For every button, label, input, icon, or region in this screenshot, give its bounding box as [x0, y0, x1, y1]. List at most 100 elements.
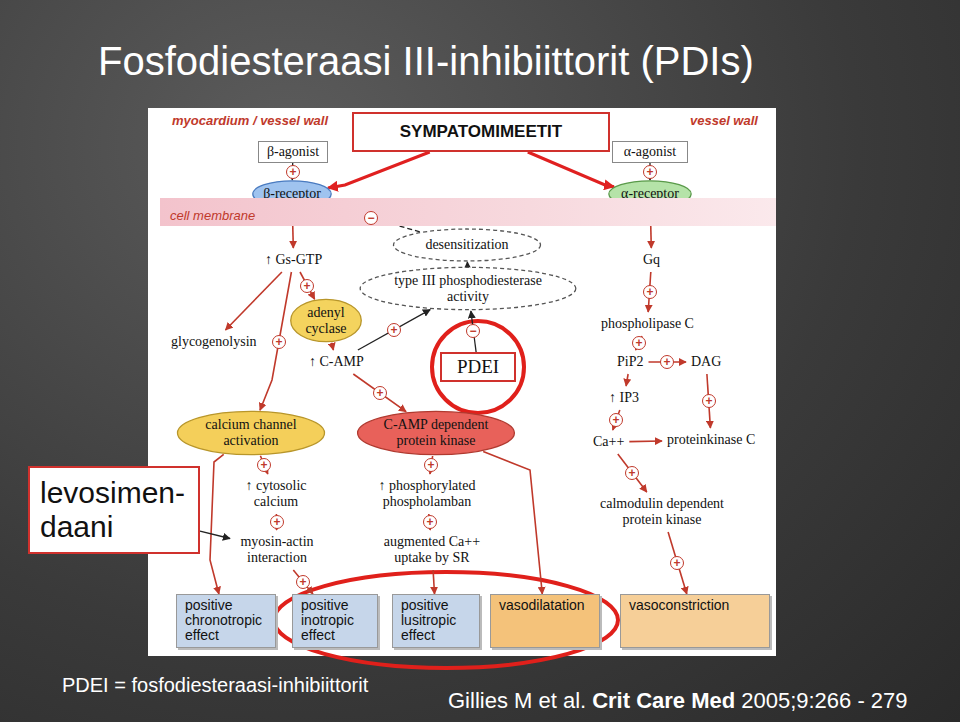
citation-part: Gillies M et al.	[448, 688, 586, 713]
node-text: cell membrane	[170, 208, 255, 223]
ellipse-shape	[394, 229, 541, 261]
process-text: proteinkinase C	[664, 430, 758, 450]
connector-arrow	[200, 531, 230, 538]
node-text: phospholipase C	[601, 316, 694, 332]
connector-arrow	[210, 454, 224, 594]
process-text: Gq	[640, 250, 663, 270]
ellipse-shape	[178, 411, 325, 454]
effect-sign: +	[643, 285, 657, 299]
process-ellipse: adenyl cyclase	[290, 298, 362, 343]
agonist-box: α-agonist	[612, 141, 688, 163]
process-text: ↑ cytosolic calcium	[236, 476, 316, 512]
effect-box: positive lusitropic effect	[392, 594, 480, 648]
drug-box: PDEI	[440, 352, 516, 382]
node-text: ↑ Gs-GTP	[265, 252, 322, 268]
connector-arrow	[618, 454, 647, 492]
connector-arrow	[629, 440, 662, 442]
connector-arrow	[260, 272, 291, 410]
node-text: type III phosphodiesterase activity	[385, 273, 552, 305]
effect-sign: +	[296, 575, 310, 589]
panel-label: vessel wall	[690, 113, 758, 128]
node-text: SYMPATOMIMEETIT	[400, 122, 562, 142]
node-text: desensitization	[425, 237, 508, 253]
process-text: ↑ C-AMP	[306, 352, 367, 372]
effect-sign: +	[424, 458, 438, 472]
node-text: Ca++	[593, 434, 624, 450]
footnote: PDEI = fosfodiesteraasi-inhibiittorit	[62, 674, 368, 697]
node-text: DAG	[691, 354, 721, 370]
effect-box: positive chronotropic effect	[176, 594, 276, 648]
process-ellipse: calcium channel activation	[176, 410, 326, 456]
process-text: phospholipase C	[598, 314, 697, 334]
node-text: glycogenolysin	[171, 334, 257, 350]
effect-sign: +	[387, 323, 401, 337]
effect-sign: +	[702, 394, 716, 408]
node-text: β-agonist	[267, 144, 319, 160]
citation-part: 2005;9:266 - 279	[741, 688, 907, 713]
connector-arrow	[433, 570, 434, 594]
node-text: vasoconstriction	[629, 598, 729, 613]
node-text: ↑ cytosolic calcium	[239, 478, 313, 510]
panel-label: myocardium / vessel wall	[172, 113, 328, 128]
effect-sign: −	[364, 211, 378, 225]
effect-sign: +	[660, 355, 674, 369]
slide-title: Fosfodiesteraasi III-inhibiittorit (PDIs…	[98, 38, 754, 84]
citation: Gillies M et al.Crit Care Med2005;9:266 …	[448, 688, 914, 713]
effect-sign: +	[373, 386, 387, 400]
node-text: calmodulin dependent protein kinase	[585, 496, 739, 528]
process-text: ↑ Gs-GTP	[262, 250, 325, 270]
effect-box: positive inotropic effect	[292, 594, 378, 648]
node-text: positive chronotropic effect	[185, 598, 267, 643]
effect-sign: +	[423, 515, 437, 529]
connector-arrow	[358, 310, 430, 350]
connector-arrow	[332, 343, 334, 350]
effect-sign: +	[625, 466, 639, 480]
connector-arrow	[626, 374, 628, 386]
process-text: DAG	[688, 352, 724, 372]
process-ellipse: C-AMP dependent protein kinase	[356, 410, 516, 456]
ellipse-shape	[291, 299, 362, 341]
node-text: PDEI	[457, 356, 499, 378]
group-box: SYMPATOMIMEETIT	[352, 112, 610, 152]
process-ellipse: type III phosphodiesterase activity	[358, 266, 578, 311]
node-text: calcium channel activation	[194, 417, 308, 449]
node-text: ↑ IP3	[609, 390, 639, 406]
node-text: α-agonist	[624, 144, 676, 160]
process-ellipse: desensitization	[392, 228, 542, 262]
effect-box: vasodilatation	[490, 594, 600, 648]
process-text: PiP2	[614, 352, 646, 372]
effect-sign: −	[466, 324, 480, 338]
highlight-ellipse	[274, 572, 618, 668]
node-text: positive inotropic effect	[301, 598, 369, 643]
node-text: adenyl cyclase	[299, 305, 354, 337]
process-text: Ca++	[590, 432, 627, 452]
process-text: calmodulin dependent protein kinase	[582, 494, 742, 530]
process-text: ↑ IP3	[606, 388, 642, 408]
node-text: PiP2	[617, 354, 643, 370]
effect-sign: +	[272, 335, 286, 349]
connector-arrow	[483, 452, 542, 594]
effect-sign: +	[300, 279, 314, 293]
connector-arrow	[528, 152, 614, 187]
node-text: positive lusitropic effect	[401, 598, 471, 643]
ellipse-shape	[358, 411, 515, 454]
node-text: levosimen- daani	[40, 476, 188, 544]
node-text: ↑ phosphorylated phospholamban	[365, 478, 489, 510]
node-text: ↑ C-AMP	[309, 354, 364, 370]
process-text: myosin-actin interaction	[232, 532, 322, 568]
effect-sign: +	[270, 515, 284, 529]
connector-arrow	[353, 374, 406, 412]
connector-arrow	[300, 272, 315, 299]
callout-box: levosimen- daani	[28, 466, 200, 554]
agonist-box: β-agonist	[258, 141, 328, 163]
process-text: augmented Ca++ uptake by SR	[372, 532, 492, 568]
connector-arrow	[467, 262, 468, 266]
process-text: glycogenolysin	[168, 332, 260, 352]
effect-box: vasoconstriction	[620, 594, 770, 648]
citation-part: Crit Care Med	[592, 688, 735, 713]
effect-sign: +	[257, 458, 271, 472]
connector-arrow	[226, 272, 282, 330]
membrane-band: cell membrane	[160, 198, 776, 226]
connector-arrow	[328, 152, 430, 188]
